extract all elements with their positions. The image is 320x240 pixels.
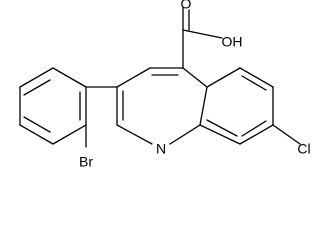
- bond: [206, 67, 241, 88]
- bond: [116, 67, 151, 88]
- double-bond-inner: [206, 119, 238, 137]
- bond: [52, 124, 87, 145]
- nitrogen-label: N: [156, 141, 166, 157]
- bond: [19, 124, 54, 145]
- bond-c-cl: [272, 124, 301, 145]
- bond: [182, 67, 208, 88]
- bond: [199, 124, 241, 145]
- carboxylic-acid: [182, 7, 223, 69]
- bond: [239, 67, 274, 88]
- double-bond-inner: [241, 120, 267, 137]
- bond: [116, 124, 153, 145]
- double-bond-inner: [23, 79, 51, 96]
- bromine-label: Br: [79, 154, 93, 170]
- bond: [52, 67, 87, 88]
- pyridine-ring: [116, 67, 208, 145]
- bond: [199, 86, 208, 126]
- oxygen-label: O: [181, 0, 192, 12]
- double-bond-inner: [241, 75, 267, 91]
- bond: [239, 124, 274, 145]
- bromophenyl-ring: [19, 67, 87, 145]
- bond: [19, 67, 54, 88]
- molecular-structure-diagram: N Cl Br O OH: [19, 0, 311, 170]
- double-bond-inner: [23, 116, 51, 133]
- benzo-ring: [199, 67, 274, 145]
- hydroxyl-label: OH: [222, 34, 243, 50]
- chlorine-label: Cl: [297, 141, 310, 157]
- bond-c-oh: [182, 29, 223, 39]
- bond: [169, 124, 201, 145]
